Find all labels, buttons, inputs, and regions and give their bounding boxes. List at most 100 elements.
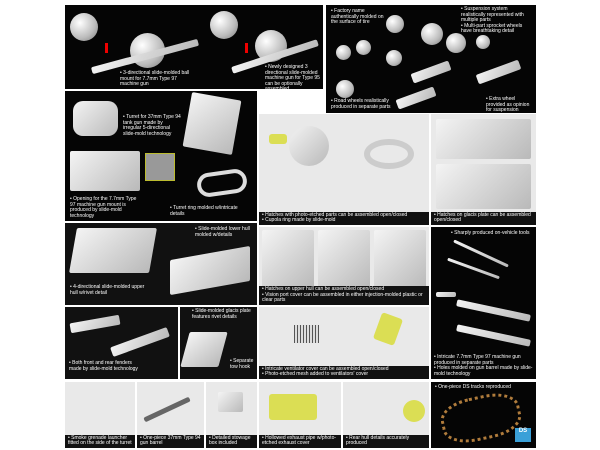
caption: Newly designed 3 directional slide-molde…	[265, 64, 323, 89]
panel-fenders: Both front and rear fenders made by slid…	[65, 307, 178, 379]
caption: Both front and rear fenders made by slid…	[69, 360, 139, 372]
gun-barrel-part	[143, 396, 191, 423]
caption-box: Extra wheel provided as opinion for susp…	[486, 96, 534, 113]
caption: Hollowed exhaust pipe w/photo-etched exh…	[262, 435, 338, 447]
caption: One-piece DS tracks reproduced	[435, 384, 535, 391]
caption: Cupola ring made by slide-mold	[262, 218, 426, 224]
caption: Slide-molded glacis plate features rivet…	[192, 308, 254, 320]
stowage-box-part	[218, 392, 243, 412]
caption: Multi-part sprocket wheels have breathta…	[461, 23, 533, 35]
caption-box: 4-directional slide-molded upper hull w/…	[70, 284, 150, 296]
lower-hull-part	[170, 245, 250, 296]
arrow-icon	[105, 43, 108, 53]
exhaust-cover-part	[269, 394, 317, 420]
caption: Road wheels realistically produced in se…	[331, 98, 391, 110]
caption: Hatches with photo-etched parts can be a…	[262, 212, 426, 219]
panel-ball-mount: 3-directional slide-molded ball mount fo…	[65, 5, 323, 89]
caption-box: Both front and rear fenders made by slid…	[69, 360, 139, 372]
turret-part	[70, 151, 140, 191]
panel-ventilator: Intricate ventilator cover can be assemb…	[259, 307, 429, 379]
caption-box: Hatches with photo-etched parts can be a…	[259, 211, 429, 225]
panel-tracks: One-piece DS tracks reproduced DS	[431, 382, 536, 448]
caption-box: Separate tow hook	[230, 358, 257, 370]
caption-box: Detailed stowage box included	[206, 434, 257, 448]
wheel-part	[386, 15, 404, 33]
machine-gun-part	[456, 324, 531, 347]
turret-top-part	[182, 92, 242, 155]
photo-etch-part	[269, 134, 287, 144]
caption-box: Factory name authentically molded on the…	[331, 8, 386, 26]
panel-tools: Sharply produced on-vehicle tools Intric…	[431, 227, 536, 379]
caption: Factory name authentically molded on the…	[331, 8, 386, 26]
caption-box: 3-directional slide-molded ball mount fo…	[120, 70, 190, 88]
caption-box: Smoke grenade launcher fitted on the sid…	[65, 434, 135, 448]
caption-box: Suspension system realistically represen…	[461, 6, 533, 35]
caption-box: Slide-molded lower hull molded w/details	[195, 226, 255, 238]
caption: Intricate 7.7mm Type 97 machine gun prod…	[434, 354, 534, 366]
caption: Hatches on glacis plate can be assembled…	[434, 212, 533, 224]
wheel-part	[356, 40, 371, 55]
caption-box: Hatches on glacis plate can be assembled…	[431, 211, 536, 225]
caption: Sharply produced on-vehicle tools	[451, 230, 536, 237]
panel-hull: Slide-molded lower hull molded w/details…	[65, 223, 257, 305]
hull-part	[436, 119, 531, 159]
wheel-part	[476, 35, 490, 49]
caption-box: Newly designed 3 directional slide-molde…	[265, 64, 323, 89]
sprocket-part	[386, 50, 402, 66]
track-part	[437, 388, 525, 448]
wheel-part	[421, 23, 443, 45]
caption: Detailed stowage box included	[209, 435, 254, 447]
caption-box: Rear hull details accurately produced	[343, 434, 429, 448]
ventilator-cover-part	[372, 312, 404, 346]
ball-mount-part	[70, 13, 98, 41]
panel-turret: Turret for 37mm Type 94 tank gun made by…	[65, 91, 257, 221]
panel-barrel: One-piece 37mm Type 94 gun barrel	[137, 382, 204, 448]
turret-part	[73, 101, 118, 136]
ball-mount-part	[210, 11, 238, 39]
hull-part	[436, 164, 531, 209]
panel-exhaust: Hollowed exhaust pipe w/photo-etched exh…	[259, 382, 341, 448]
hatch-photo	[374, 230, 426, 288]
caption: 3-directional slide-molded ball mount fo…	[120, 70, 190, 88]
detail-inset	[145, 153, 175, 181]
caption-box: Hollowed exhaust pipe w/photo-etched exh…	[259, 434, 341, 448]
fender-part	[69, 314, 121, 334]
turret-ring-part	[195, 167, 249, 199]
caption: Slide-molded lower hull molded w/details	[195, 226, 255, 238]
hatch-part	[289, 126, 329, 166]
panel-glacis: Slide-molded glacis plate features rivet…	[180, 307, 257, 379]
caption: Separate tow hook	[230, 358, 257, 370]
wheel-part	[446, 33, 466, 53]
hatch-photo	[262, 230, 314, 288]
panel-glacis-hatch: Hatches on glacis plate can be assembled…	[431, 114, 536, 225]
panel-hatches: Hatches with photo-etched parts can be a…	[259, 114, 429, 225]
wheel-part	[336, 45, 351, 60]
caption: Photo-etched mesh added to ventilators' …	[262, 372, 426, 378]
suspension-part	[475, 59, 522, 85]
hatch-photo	[318, 230, 370, 288]
caption-box: Intricate ventilator cover can be assemb…	[259, 365, 429, 379]
panel-upper-hatch: Hatches on upper hull can be assembled o…	[259, 227, 429, 305]
upper-hull-part	[69, 228, 157, 273]
caption-box: Hatches on upper hull can be assembled o…	[259, 286, 429, 305]
caption: Extra wheel provided as opinion for susp…	[486, 96, 534, 113]
caption-box: Opening for the 7.7mm Type 97 machine gu…	[70, 196, 140, 219]
wheel-part	[336, 80, 354, 98]
caption: 4-directional slide-molded upper hull w/…	[70, 284, 150, 296]
caption-box: Road wheels realistically produced in se…	[331, 98, 391, 110]
caption-box: Intricate 7.7mm Type 97 machine gun prod…	[434, 354, 534, 377]
cupola-ring-part	[364, 139, 414, 169]
tool-part	[447, 257, 500, 280]
arrow-icon	[245, 43, 248, 53]
ds-logo: DS	[515, 428, 531, 442]
caption: Smoke grenade launcher fitted on the sid…	[68, 435, 132, 447]
caption: Hatches on upper hull can be assembled o…	[262, 287, 426, 293]
suspension-part	[395, 86, 437, 110]
panel-stowage: Detailed stowage box included	[206, 382, 257, 448]
caption-box: Slide-molded glacis plate features rivet…	[192, 308, 254, 320]
exhaust-part	[403, 400, 425, 422]
caption-box: Turret ring molded w/intricate details	[170, 205, 250, 217]
machine-gun-part	[456, 299, 531, 322]
caption: Rear hull details accurately produced	[346, 435, 426, 447]
caption-box: One-piece DS tracks reproduced	[435, 384, 535, 391]
